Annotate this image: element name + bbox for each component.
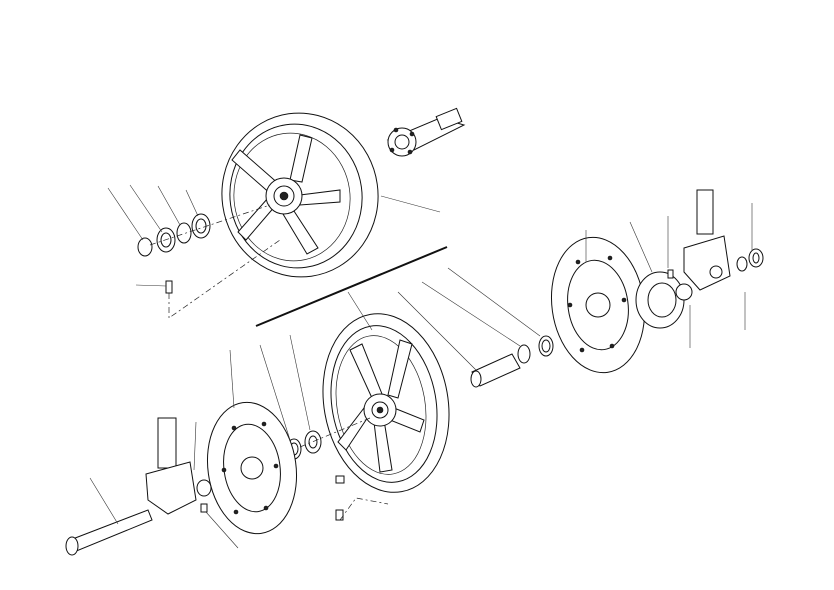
front-leader-lines	[89, 203, 753, 549]
front-fork-left	[145, 417, 212, 515]
rear-valve	[165, 239, 281, 319]
rear-wheel	[221, 112, 379, 278]
front-spacer-tube	[470, 335, 554, 388]
front-fork-right	[675, 189, 764, 301]
separator-line	[255, 246, 448, 327]
front-wheel	[322, 313, 450, 493]
rear-leader-lines	[107, 184, 441, 287]
front-valve	[335, 475, 389, 521]
front-brake-disc-right	[550, 236, 646, 374]
front-axle	[65, 509, 153, 556]
rear-axle-carrier	[386, 107, 466, 157]
abs-tone-ring	[635, 269, 685, 329]
front-brake-disc-left	[206, 401, 298, 535]
rear-bearing-set	[137, 204, 271, 257]
